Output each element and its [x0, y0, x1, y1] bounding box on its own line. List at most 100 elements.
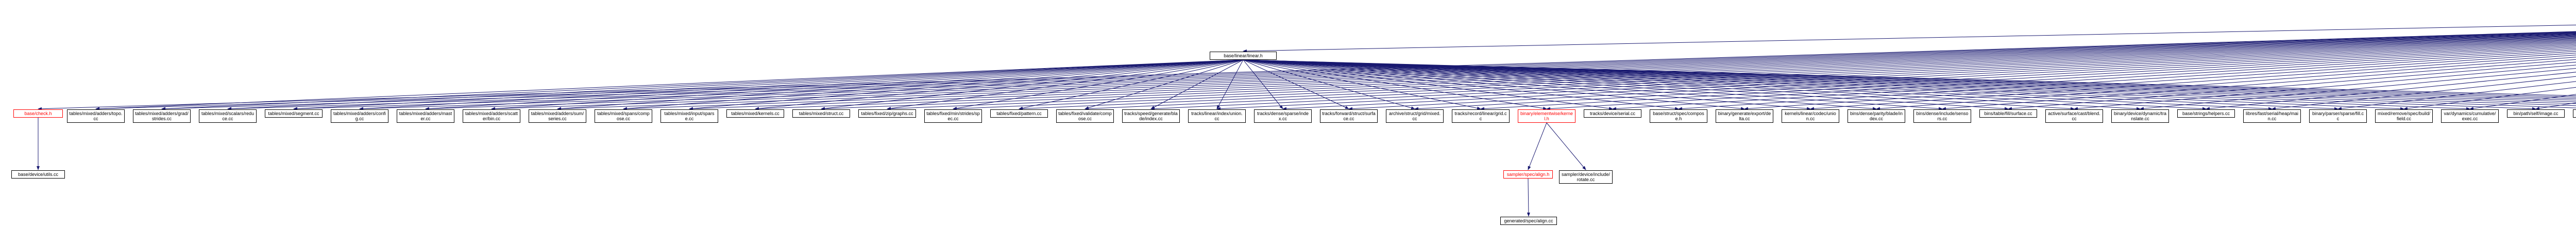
graph-node-r37[interactable]: bin/path/self/image.cc — [2507, 109, 2565, 118]
graph-node-r36[interactable]: var/dynamics/cumulative/exec.cc — [2441, 109, 2499, 123]
graph-node-bred[interactable]: sampler/spec/align.h — [1503, 170, 1553, 179]
graph-node-bl[interactable]: base/device/utils.cc — [11, 170, 65, 179]
edge-root-r20 — [1414, 45, 2576, 110]
edge-root-r4 — [359, 33, 2576, 110]
graph-node-r6[interactable]: tables/mixed/adders/scatter/bin.cc — [463, 109, 520, 123]
edge-hub-r13 — [953, 59, 1244, 110]
graph-node-r22[interactable]: binary/elementwise/kernel.h — [1518, 109, 1575, 123]
edge-hub-r7 — [557, 59, 1244, 110]
graph-node-r38[interactable]: bin/rules/increase.cc — [2573, 109, 2576, 118]
graph-node-r8[interactable]: tables/mixed/spans/compose.cc — [595, 109, 652, 123]
graph-node-r3[interactable]: tables/mixed/segment.cc — [265, 109, 323, 118]
edge-bred-gen — [1527, 178, 1530, 217]
graph-node-r21[interactable]: tracks/record/linear/grid.cc — [1452, 109, 1510, 123]
edge-root-r6 — [491, 34, 2576, 110]
edge-hub-r28 — [1243, 59, 1943, 110]
edge-hub-r4 — [359, 59, 1244, 110]
graph-node-r27[interactable]: bins/dense/parity/blade/index.cc — [1848, 109, 1905, 123]
graph-node-r29[interactable]: bins/table/fill/surface.cc — [1979, 109, 2037, 118]
edge-hub-r29 — [1243, 59, 2009, 110]
edge-hub-r27 — [1243, 59, 1877, 110]
edge-hub-r44 — [1243, 59, 2576, 98]
graph-node-r35[interactable]: mixed/remove/spec/build/field.cc — [2375, 109, 2433, 123]
edge-hub-r40 — [1243, 59, 2576, 104]
graph-node-r0[interactable]: tables/mixed/adders/topo.cc — [67, 109, 125, 123]
edge-hub-r22 — [1243, 59, 1547, 110]
graph-node-r31[interactable]: binary/device/dynamic/translate.cc — [2111, 109, 2169, 123]
edge-root-r24 — [1678, 51, 2576, 110]
graph-node-r15[interactable]: tables/fixed/validate/compose.cc — [1056, 109, 1114, 123]
edge-root-r7 — [557, 35, 2576, 110]
edge-root-r13 — [953, 38, 2576, 110]
edge-hub-r34 — [1243, 59, 2338, 110]
edge-hub-r3 — [293, 59, 1244, 110]
edge-hub-r33 — [1243, 59, 2273, 110]
edge-hub-r39 — [1243, 59, 2576, 106]
graph-node-r4[interactable]: tables/mixed/adders/config.cc — [331, 109, 388, 123]
graph-node-r11[interactable]: tables/mixed/struct.cc — [792, 109, 850, 118]
graph-node-r20[interactable]: archive/struct/grid/mixed.cc — [1386, 109, 1444, 123]
edge-hub-r30 — [1243, 59, 2075, 110]
graph-node-r9[interactable]: tables/mixed/input/sparse.cc — [660, 109, 718, 123]
edge-hub-r17 — [1216, 59, 1244, 109]
graph-node-lred[interactable]: base/check.h — [13, 109, 63, 118]
graph-node-r5[interactable]: tables/mixed/adders/master.cc — [397, 109, 454, 123]
edge-root-r26 — [1810, 55, 2576, 110]
edge-hub-r43 — [1243, 59, 2576, 99]
edge-root-r12 — [887, 38, 2576, 110]
graph-node-r18[interactable]: tracks/dense/sparse/index.cc — [1254, 109, 1312, 123]
edge-root-r32 — [2206, 72, 2576, 110]
graph-node-r10[interactable]: tables/mixed/kernels.cc — [726, 109, 784, 118]
graph-node-r34[interactable]: binary/parser/sparse/fill.cc — [2309, 109, 2367, 123]
edge-hub-r18 — [1243, 59, 1283, 109]
edge-hub-r45 — [1243, 59, 2576, 96]
edge-hub-r41 — [1243, 59, 2576, 102]
edge-hub-r24 — [1243, 59, 1679, 110]
edge-hub-r36 — [1243, 59, 2470, 110]
graph-node-gen[interactable]: generated/spec/align.cc — [1500, 217, 1557, 225]
edge-root-r19 — [1348, 44, 2576, 110]
edge-hub-r42 — [1243, 59, 2576, 101]
graph-node-r14[interactable]: tables/fixed/pattern.cc — [990, 109, 1048, 118]
graph-node-r12[interactable]: tables/fixed/zip/graphs.cc — [858, 109, 916, 118]
edge-hub-r21 — [1243, 59, 1481, 110]
edge-hub-r16 — [1150, 59, 1244, 109]
edge-root-r11 — [821, 37, 2576, 110]
edge-root-r28 — [1942, 59, 2576, 110]
graph-node-r17[interactable]: tracks/linear/index/union.cc — [1188, 109, 1246, 123]
graph-node-r2[interactable]: tables/mixed/scalars/reduce.cc — [199, 109, 257, 123]
graph-node-r28[interactable]: bins/dense/include/sensors.cc — [1913, 109, 1971, 123]
edge-hub-r11 — [821, 59, 1244, 110]
edge-root-r15 — [1084, 40, 2576, 110]
edge-r22-bn1 — [1546, 122, 1586, 170]
graph-node-r24[interactable]: base/struct/spec/compose.h — [1650, 109, 1707, 123]
edge-root-r22 — [1546, 47, 2576, 110]
graph-node-r16[interactable]: tracks/speed/generate/blade/index.cc — [1122, 109, 1180, 123]
edge-root-r14 — [1019, 39, 2576, 110]
graph-node-r25[interactable]: binary/generate/export/delta.cc — [1716, 109, 1773, 123]
edge-root-r16 — [1150, 41, 2576, 110]
graph-node-bn1[interactable]: sampler/device/include/rotate.cc — [1559, 170, 1613, 184]
graph-node-r13[interactable]: tables/fixed/min/strides/spec.cc — [924, 109, 982, 123]
graph-node-r1[interactable]: tables/mixed/adders/grad/strides.cc — [133, 109, 191, 123]
graph-node-r7[interactable]: tables/mixed/adders/sum/series.cc — [529, 109, 586, 123]
edge-hub-r9 — [689, 59, 1244, 110]
edge-hub-r12 — [887, 59, 1244, 110]
graph-node-r32[interactable]: base/strings/helpers.cc — [2177, 109, 2235, 118]
graph-node-r30[interactable]: active/surface/cast/blend.cc — [2045, 109, 2103, 123]
graph-node-r19[interactable]: tracks/forward/struct/surface.cc — [1320, 109, 1378, 123]
edge-hub-r0 — [95, 59, 1244, 110]
edge-hub-r23 — [1243, 59, 1613, 110]
edge-hub-r14 — [1019, 59, 1244, 110]
edge-hub-r26 — [1243, 59, 1811, 110]
graph-node-r23[interactable]: tracks/device/serial.cc — [1584, 109, 1641, 118]
edge-root-r2 — [227, 32, 2576, 110]
edge-hub-r25 — [1243, 59, 1745, 110]
edge-hub-r10 — [755, 59, 1244, 110]
edge-hub-r37 — [1243, 59, 2536, 110]
graph-node-r26[interactable]: kernels/linear/codec/union.cc — [1782, 109, 1839, 123]
graph-node-hub[interactable]: base/linear/linear.h — [1210, 52, 1277, 60]
graph-node-r33[interactable]: libres/fast/serial/heap/main.cc — [2243, 109, 2301, 123]
